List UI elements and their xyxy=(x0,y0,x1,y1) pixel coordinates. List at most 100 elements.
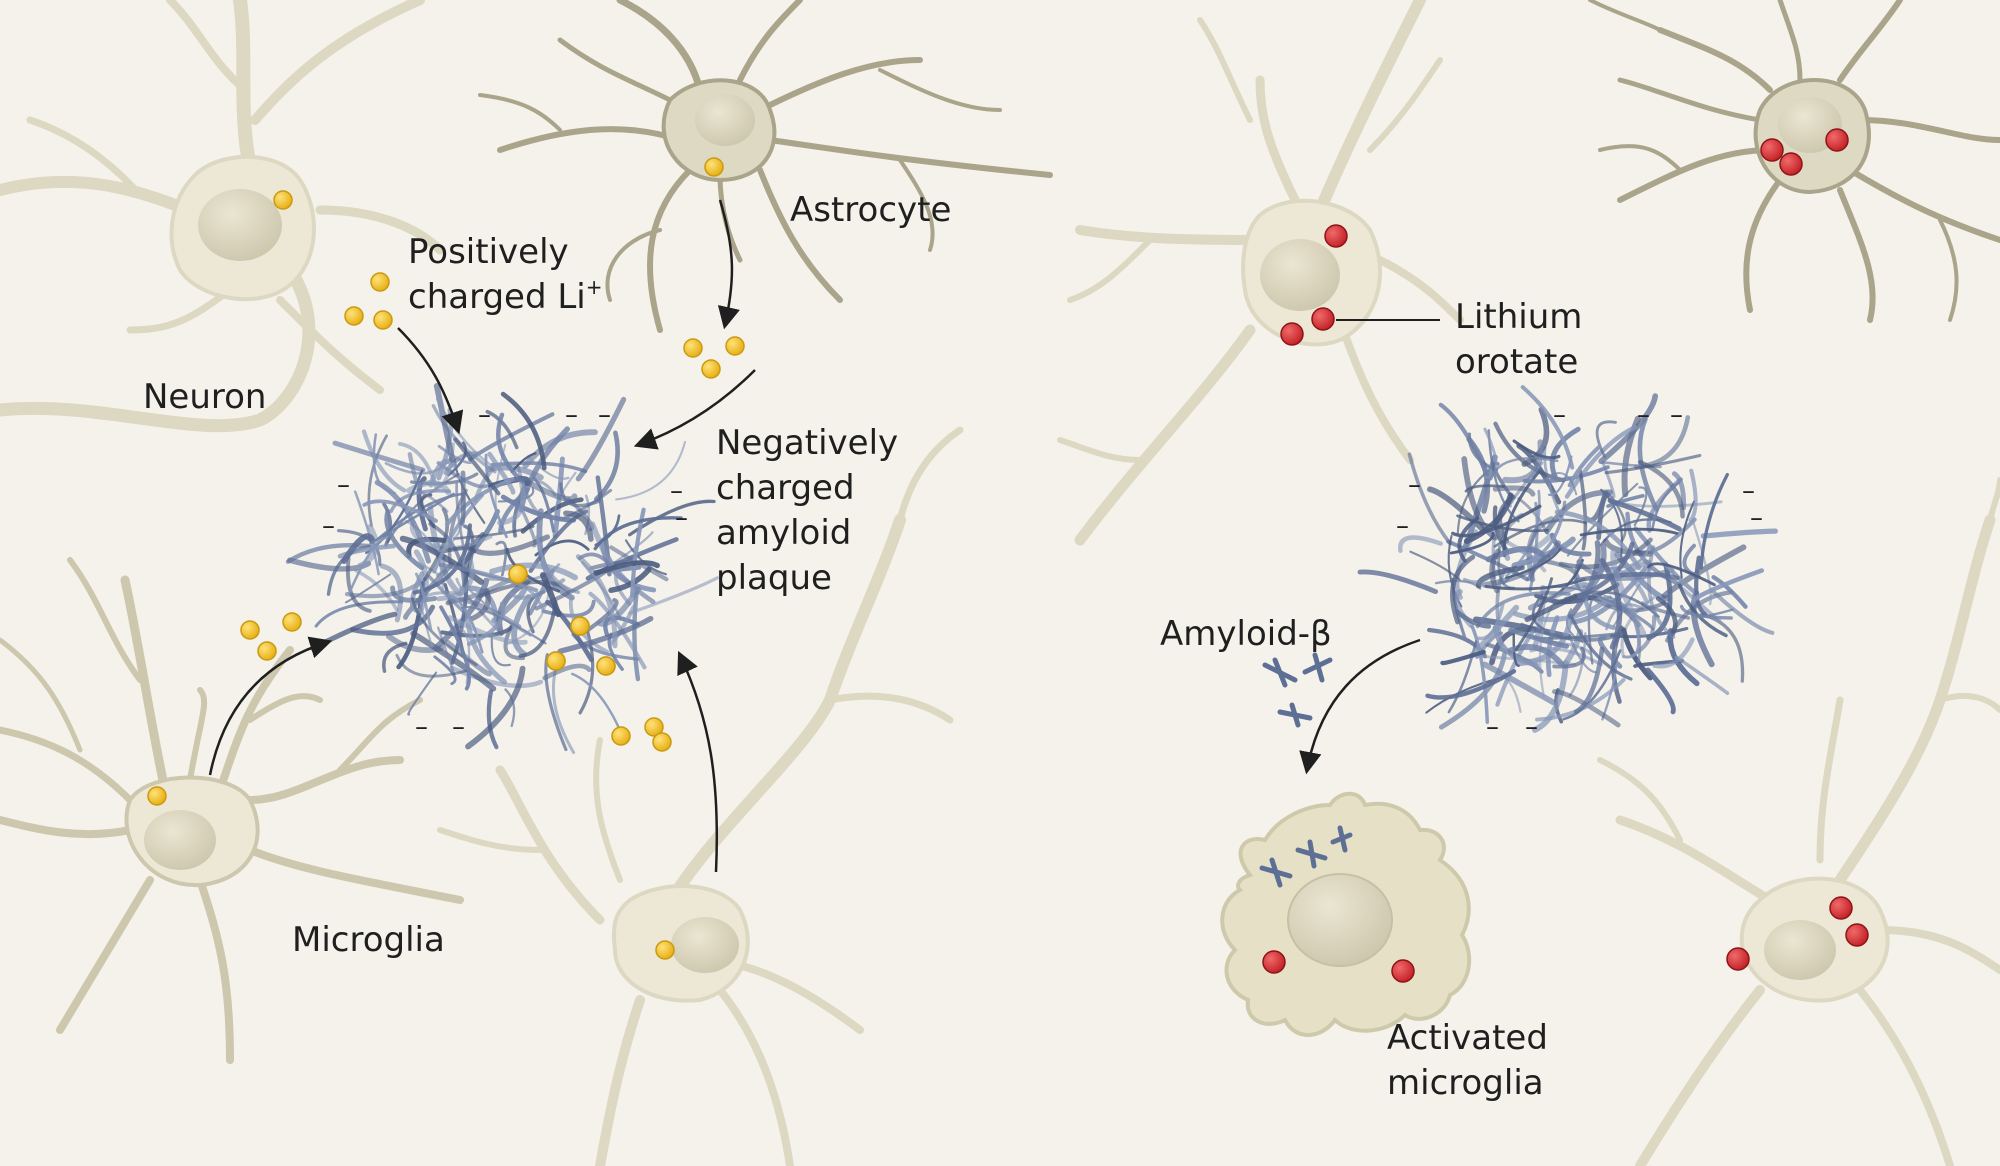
amyloid-fibril xyxy=(544,653,568,752)
lithium-orotate-icon xyxy=(1311,307,1335,331)
amyloid-beta-fragment-icon xyxy=(1262,657,1298,688)
li-ion-icon xyxy=(257,641,277,661)
amyloid-fibril xyxy=(375,492,464,542)
amyloid-fibril xyxy=(435,397,496,469)
amyloid-fibril xyxy=(528,509,589,573)
amyloid-fibril xyxy=(1502,439,1544,484)
amyloid-fibril xyxy=(402,561,455,620)
negative-charge: – xyxy=(565,400,578,430)
amyloid-fibril xyxy=(1526,554,1551,582)
amyloid-fibril xyxy=(1440,649,1486,666)
arrow xyxy=(397,327,464,435)
amyloid-fibril xyxy=(361,429,407,493)
amyloid-fibril xyxy=(1521,406,1550,467)
amyloid-fibril xyxy=(1407,452,1453,546)
amyloid-fibril xyxy=(1357,569,1439,595)
li-ion-icon xyxy=(652,732,672,752)
amyloid-fibril xyxy=(1645,667,1676,715)
astrocyte-label: Astrocyte xyxy=(790,190,952,230)
arrow xyxy=(1299,638,1421,775)
amyloid-fibril xyxy=(577,552,612,567)
amyloid-fibril xyxy=(1497,672,1522,713)
amyloid-fibril xyxy=(1587,598,1594,665)
amyloid-fibril xyxy=(609,545,669,582)
arrow xyxy=(717,199,740,330)
amyloid-fibril xyxy=(1621,500,1723,508)
lithium-orotate-icon xyxy=(1829,896,1853,920)
amyloid-fibril xyxy=(407,671,438,716)
amyloid-fibril xyxy=(1549,426,1581,479)
amyloid-fibril xyxy=(518,600,558,658)
amyloid-fibril xyxy=(1652,637,1695,669)
amyloid-fibril xyxy=(594,430,620,502)
li-ion-icon xyxy=(725,336,745,356)
amyloid-fibril xyxy=(1470,624,1490,724)
amyloid-beta-fragment-icon xyxy=(1259,857,1293,888)
amyloid-fibril xyxy=(1456,469,1490,536)
amyloid-fibril xyxy=(1514,577,1554,652)
negative-charge: – xyxy=(1742,476,1755,506)
amyloid-fibril xyxy=(337,543,396,559)
li-ion-icon xyxy=(596,656,616,676)
amyloid-fibril xyxy=(1570,616,1633,681)
amyloid-fibril xyxy=(1492,485,1536,497)
amyloid-fibril xyxy=(496,412,525,485)
amyloid-fibril xyxy=(1573,646,1605,714)
amyloid-fibril xyxy=(1512,631,1520,667)
neuron-nucleus xyxy=(1260,239,1340,311)
li-ion-icon xyxy=(683,338,703,358)
amyloid-fibril xyxy=(516,465,546,518)
amyloid-fibril xyxy=(1671,471,1687,511)
neuron-nucleus xyxy=(198,189,282,261)
li-ion-icon xyxy=(282,612,302,632)
amyloid-fibril xyxy=(1679,604,1733,620)
amyloid-fibril xyxy=(384,456,452,475)
amyloid-fibril xyxy=(465,611,507,685)
amyloid-beta-fragment-icon xyxy=(1295,839,1328,869)
li-ion-icon xyxy=(273,190,293,210)
amyloid-fibril xyxy=(1637,459,1685,519)
amyloid-fibril xyxy=(1595,420,1617,459)
lithium-orotate-icon xyxy=(1391,959,1415,983)
amyloid-fibril xyxy=(437,444,473,465)
amyloid-fibril xyxy=(615,440,687,501)
amyloid-fibril xyxy=(459,470,466,526)
amyloid-fibril xyxy=(1575,571,1680,583)
amyloid-fibril xyxy=(1552,689,1621,728)
amyloid-fibril xyxy=(367,434,388,528)
amyloid-fibril xyxy=(1579,527,1679,537)
amyloid-fibril xyxy=(485,409,519,450)
amyloid-fibril xyxy=(510,452,537,474)
amyloid-fibril xyxy=(1438,402,1489,476)
negative-charge: – xyxy=(1637,400,1650,430)
lithium-orotate-icon xyxy=(1779,152,1803,176)
neuron-nucleus xyxy=(1764,920,1836,980)
amyloid-fibril xyxy=(1622,622,1640,659)
amyloid-fibril xyxy=(433,577,490,651)
amyloid-fibril xyxy=(1512,439,1561,460)
lithium-orotate-group xyxy=(1262,128,1869,983)
amyloid-fibril xyxy=(1520,385,1575,470)
lithium-orotate-label: Lithium orotate xyxy=(1455,297,1583,382)
amyloid-fibril xyxy=(517,475,578,502)
amyloid-fibril xyxy=(486,689,499,750)
negative-charge: – xyxy=(415,712,428,742)
amyloid-fibril xyxy=(453,437,501,496)
amyloid-fibril xyxy=(462,583,532,637)
li-ion-icon xyxy=(611,726,631,746)
neuron-icon xyxy=(1597,477,2000,1166)
amyloid-fibril xyxy=(1398,535,1443,553)
amyloid-fibril xyxy=(465,665,526,750)
amyloid-fibril xyxy=(1601,460,1662,469)
amyloid-fibril xyxy=(390,585,438,603)
negative-charge: – xyxy=(478,400,491,430)
amyloid-fibril xyxy=(1483,427,1498,479)
amyloid-fibril xyxy=(1646,562,1716,587)
amyloid-fibril xyxy=(422,507,450,582)
li-ion-icon xyxy=(508,564,528,584)
amyloid-fibril xyxy=(412,523,472,595)
li-ion-icon xyxy=(701,359,721,379)
amyloid-fibril xyxy=(1527,582,1590,611)
amyloid-fibril xyxy=(416,490,449,513)
